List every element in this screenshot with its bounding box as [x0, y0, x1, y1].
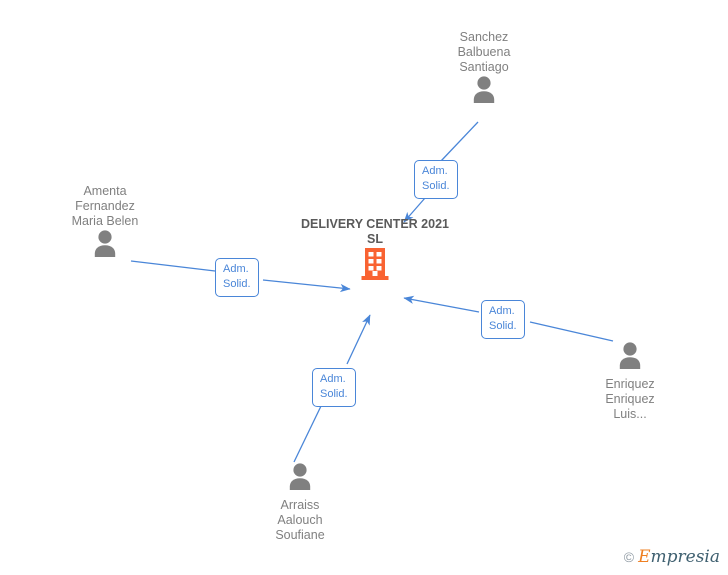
person-node-label: Sanchez Balbuena Santiago — [457, 30, 511, 74]
company-building-icon — [360, 247, 390, 286]
person-node-enriquez-enriquez-luis[interactable]: Enriquez Enriquez Luis... — [555, 341, 705, 422]
person-icon — [286, 462, 314, 495]
person-icon — [91, 229, 119, 262]
brand-name: Empresia — [638, 548, 720, 567]
brand-initial: E — [638, 547, 651, 567]
edge-label-sanchez-balbuena-santiago[interactable]: Adm. Solid. — [414, 160, 458, 199]
edge-label-arraiss-aalouch-soufiane[interactable]: Adm. Solid. — [312, 368, 356, 407]
edge-arraiss-aalouch-soufiane — [293, 314, 371, 463]
person-node-sanchez-balbuena-santiago[interactable]: Sanchez Balbuena Santiago — [409, 30, 559, 108]
brand-remainder: mpresia — [650, 547, 721, 567]
copyright-icon: © — [623, 549, 635, 565]
person-node-label: Arraiss Aalouch Soufiane — [275, 498, 325, 542]
edge-label-enriquez-enriquez-luis[interactable]: Adm. Solid. — [481, 300, 525, 339]
company-node-delivery-center-2021-sl[interactable]: DELIVERY CENTER 2021 SL — [300, 217, 450, 286]
empresia-watermark: © Empresia — [624, 548, 720, 567]
edge-enriquez-enriquez-luis — [403, 295, 614, 342]
company-node-label: DELIVERY CENTER 2021 SL — [301, 217, 449, 246]
person-node-arraiss-aalouch-soufiane[interactable]: Arraiss Aalouch Soufiane — [225, 462, 375, 543]
person-node-label: Amenta Fernandez Maria Belen — [71, 184, 139, 228]
person-node-amenta-fernandez-maria-belen[interactable]: Amenta Fernandez Maria Belen — [30, 184, 180, 262]
edge-amenta-fernandez-maria-belen — [130, 260, 351, 293]
person-icon — [470, 75, 498, 108]
person-icon — [616, 341, 644, 374]
edge-label-amenta-fernandez-maria-belen[interactable]: Adm. Solid. — [215, 258, 259, 297]
person-node-label: Enriquez Enriquez Luis... — [605, 377, 655, 421]
